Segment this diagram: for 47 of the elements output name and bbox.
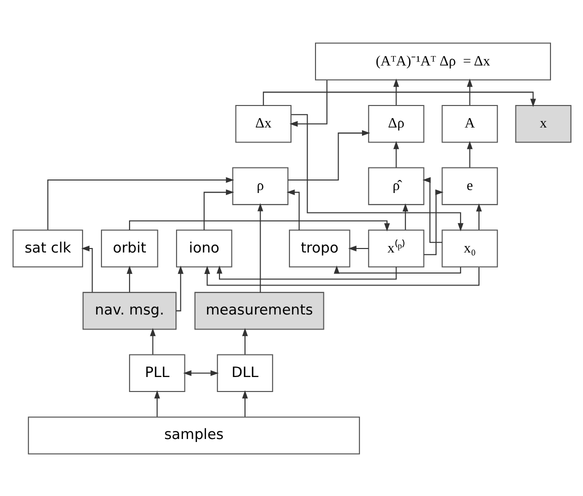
arrow (392, 78, 399, 105)
arrow (204, 265, 479, 286)
arrow (289, 80, 327, 126)
node-box: x (514, 104, 571, 142)
arrow (126, 265, 132, 292)
arrow (80, 245, 92, 292)
arrow (203, 188, 234, 230)
node-box: nav. msg. (82, 291, 176, 330)
arrow (154, 390, 160, 416)
arrow (128, 220, 390, 231)
node-box: PLL (128, 354, 185, 392)
arrow (423, 188, 443, 255)
arrow (402, 202, 408, 230)
node-box: Δρ (368, 104, 424, 142)
arrow (288, 130, 370, 180)
node-box: tropo (288, 229, 350, 267)
node-box: ρ̂ (368, 166, 424, 205)
arrow (182, 370, 218, 376)
arrow (46, 176, 234, 230)
node-box: sat clk (12, 229, 83, 267)
node-box: (AᵀA)⁻¹Aᵀ Δρ = Δx (314, 42, 550, 80)
node-box: DLL (216, 354, 273, 392)
arrow (422, 176, 442, 242)
arrow (333, 265, 461, 274)
arrow (216, 265, 396, 280)
arrow (149, 327, 156, 354)
arrow (466, 78, 472, 105)
node-box: Δx (234, 104, 291, 142)
arrow (242, 327, 248, 354)
arrow (392, 140, 399, 167)
arrow (176, 265, 183, 311)
arrow (256, 202, 263, 292)
node-box: x₀ (441, 229, 498, 267)
arrow (348, 245, 368, 251)
node-box: x⁽ᵖ⁾ (368, 229, 424, 267)
node-box: orbit (100, 229, 158, 267)
arrow (466, 140, 472, 167)
node-box: ρ (232, 166, 288, 205)
arrow (290, 114, 463, 231)
node-box: samples (27, 416, 360, 454)
arrow (476, 202, 482, 230)
node-box: iono (176, 229, 232, 267)
node-box: A (441, 104, 498, 142)
node-box: measurements (194, 291, 324, 330)
node-box: e (441, 166, 498, 205)
arrow (286, 188, 300, 230)
arrow (242, 390, 248, 416)
